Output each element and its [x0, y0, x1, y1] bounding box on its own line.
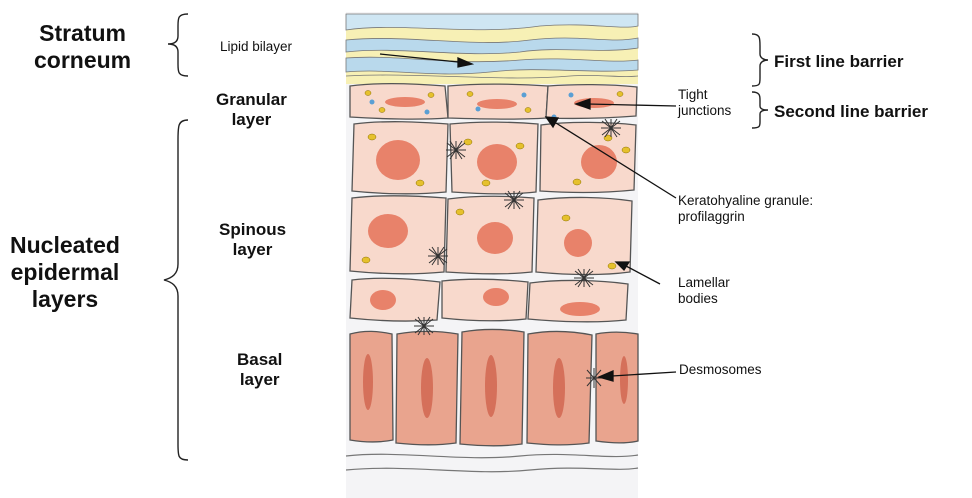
granular-layer-label: Granular layer [216, 90, 287, 130]
spinous-layer-cells [350, 122, 636, 322]
second-barrier-brace [752, 92, 768, 128]
spinous-layer-label: Spinous layer [219, 220, 286, 260]
desmosomes-label: Desmosomes [679, 362, 762, 378]
lamellar-bodies-label: Lamellar bodies [678, 275, 730, 307]
lipid-bilayer-label: Lipid bilayer [220, 39, 292, 55]
nucleated-layers-label: Nucleated epidermal layers [10, 232, 120, 313]
keratohyaline-label: Keratohyaline granule: profilaggrin [678, 193, 813, 225]
nucleated-layers-brace [164, 120, 188, 460]
basal-layer-label: Basal layer [237, 350, 282, 390]
stratum-corneum-layers [346, 14, 638, 84]
first-line-barrier-label: First line barrier [774, 52, 903, 72]
first-barrier-brace [752, 34, 768, 86]
stratum-corneum-label: Stratum corneum [34, 20, 131, 74]
tight-junctions-label: Tight junctions [678, 87, 731, 119]
second-line-barrier-label: Second line barrier [774, 102, 928, 122]
granular-layer-cells [350, 84, 637, 120]
stratum-corneum-brace [168, 14, 188, 76]
